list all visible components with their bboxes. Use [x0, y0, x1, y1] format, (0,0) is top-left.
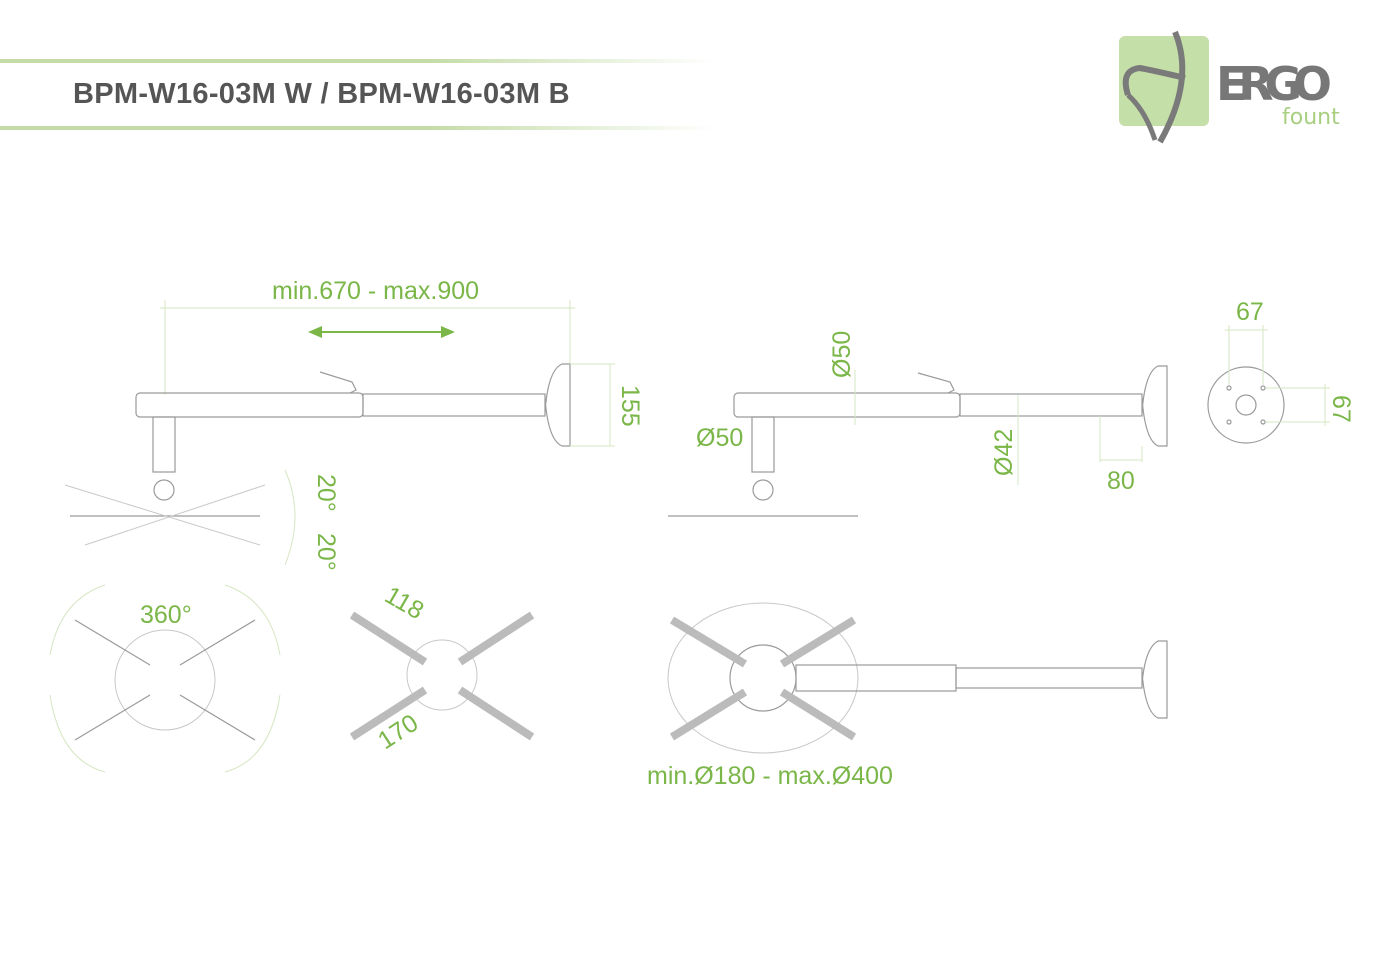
top-view-bracket: 118 170	[349, 581, 535, 755]
dim-plate-height: 67	[1327, 395, 1355, 423]
dim-plate-width: 67	[1236, 298, 1264, 326]
header-band-bottom	[0, 126, 715, 130]
top-view-full-arm: min.Ø180 - max.Ø400	[647, 602, 1168, 790]
dim-plate-offset: 80	[1107, 467, 1135, 495]
dim-column-dia: Ø50	[696, 424, 743, 452]
page-title: BPM-W16-03M W / BPM-W16-03M B	[73, 78, 570, 110]
dim-mount-range: min.Ø180 - max.Ø400	[647, 762, 893, 790]
dim-tilt-up: 20°	[312, 474, 340, 512]
dim-bracket-inner: 118	[380, 581, 429, 625]
top-view-rotation: 360°	[49, 584, 281, 773]
dim-inner-tube-dia: Ø42	[990, 429, 1018, 476]
logo-sub: fount	[1282, 105, 1340, 130]
dim-tilt-down: 20°	[312, 533, 340, 571]
header-band-top	[0, 59, 715, 63]
dim-rotation: 360°	[140, 601, 192, 629]
wall-plate-front-view: 67 67	[1207, 298, 1355, 444]
dim-arm-length: min.670 - max.900	[272, 277, 479, 305]
ergofount-logo: ERGO fount	[1119, 30, 1340, 144]
dim-outer-tube-dia: Ø50	[828, 331, 856, 378]
side-view-extended: min.670 - max.900 155 20° 20°	[64, 277, 644, 571]
logo-brand: ERGO	[1216, 57, 1332, 111]
side-view-retracted: Ø50 Ø50 Ø42 80	[668, 331, 1168, 517]
dim-wall-plate-height: 155	[616, 385, 644, 427]
